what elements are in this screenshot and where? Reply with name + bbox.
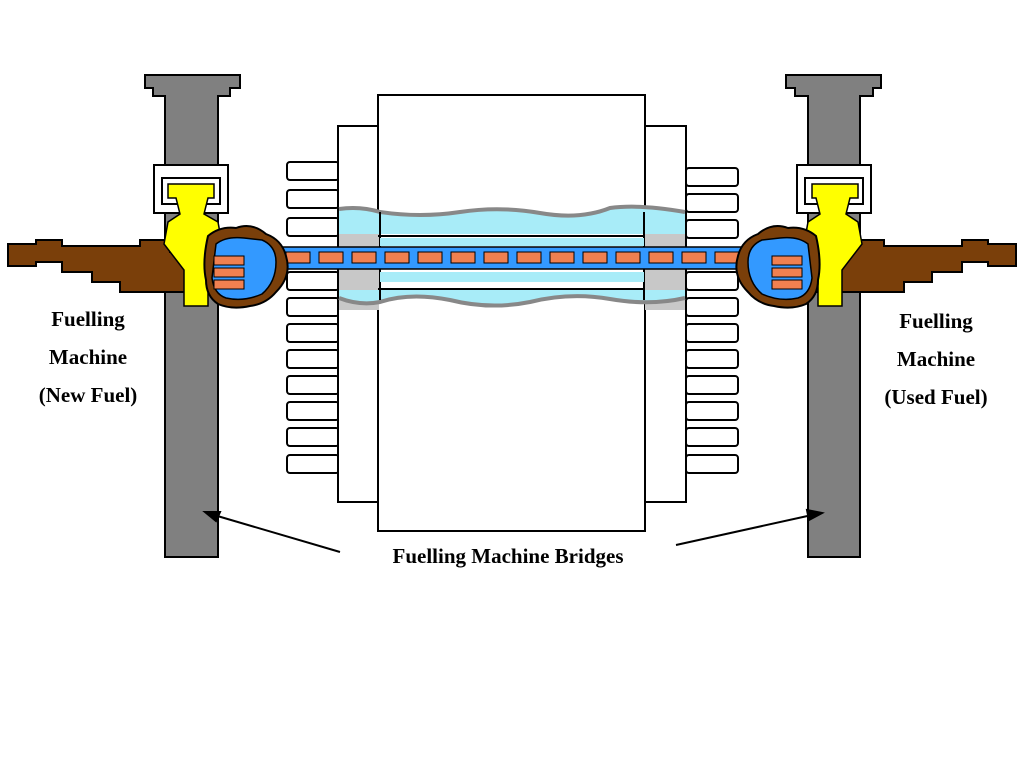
gas-annulus-upper — [380, 238, 644, 246]
moderator-upper-edge — [338, 204, 686, 218]
right-end-shield — [643, 125, 687, 503]
right-machine-label-line1: Fuelling — [899, 309, 973, 333]
left-machine-label: Fuelling Machine (New Fuel) — [8, 300, 168, 414]
calandria-vessel — [377, 94, 646, 532]
left-new-fuel-bundles — [213, 255, 245, 290]
right-machine-label-line3: (Used Fuel) — [884, 385, 988, 409]
arrow-right-head — [805, 508, 825, 522]
bridges-label: Fuelling Machine Bridges — [392, 544, 624, 568]
moderator-lower — [339, 290, 685, 306]
left-feeder-pipes — [286, 161, 340, 474]
right-feeder-pipes — [685, 167, 739, 474]
arrow-left-head — [202, 511, 222, 523]
left-machine-label-line3: (New Fuel) — [38, 383, 138, 407]
right-machine-label-line2: Machine — [896, 347, 976, 371]
arrow-left-line — [213, 514, 341, 553]
left-end-shield — [337, 125, 381, 503]
left-machine-label-line2: Machine — [48, 345, 128, 369]
right-used-fuel-bundles — [771, 255, 803, 290]
bridge-arrows — [202, 508, 825, 553]
moderator-lower-edge — [338, 294, 686, 308]
left-machine-label-line1: Fuelling — [51, 307, 125, 331]
arrow-right-line — [675, 514, 813, 546]
right-machine-label: Fuelling Machine (Used Fuel) — [856, 302, 1016, 416]
gas-annulus-lower — [380, 272, 644, 282]
